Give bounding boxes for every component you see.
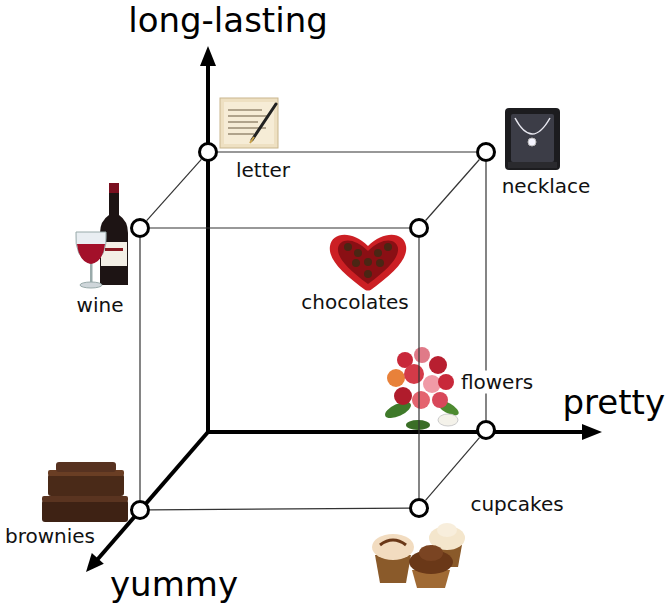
flowers-picture-part — [394, 387, 412, 405]
chocolates-picture-part — [364, 258, 372, 266]
wine-picture-part — [90, 264, 93, 284]
cupcakes-picture — [372, 523, 465, 588]
flowers-picture-part — [414, 347, 430, 363]
axis-label: yummy — [110, 566, 238, 603]
gift-label: brownies — [3, 525, 97, 548]
letter-picture-part — [228, 110, 268, 134]
flowers-picture-part — [432, 392, 448, 408]
wine-picture-part — [105, 248, 123, 251]
gift-point: brownies — [130, 500, 150, 520]
chocolates-picture-part — [344, 243, 352, 251]
brownies-picture-part — [42, 500, 128, 522]
gift-point: wine — [130, 218, 150, 238]
gift-label: wine — [75, 294, 126, 317]
brownies-picture-part — [48, 474, 124, 496]
wine-picture-part — [80, 282, 102, 288]
flowers-picture-part — [387, 369, 405, 387]
cube-edge — [418, 238, 419, 498]
flowers-picture-part — [438, 414, 458, 426]
chocolates-picture-part — [354, 249, 362, 257]
cube-edge — [139, 238, 140, 500]
letter-picture-part — [252, 104, 276, 140]
axis-label: pretty — [562, 384, 665, 421]
chocolates-picture-part — [330, 235, 406, 292]
gift-point: cupcakes — [409, 498, 429, 518]
chocolates-picture-part — [352, 259, 360, 267]
gift-label: necklace — [500, 175, 593, 198]
necklace-picture-part — [505, 108, 560, 170]
wine-picture-part — [77, 244, 105, 264]
chocolates-picture — [330, 235, 406, 292]
axis-arrows-part — [97, 432, 208, 560]
gift-label: chocolates — [299, 291, 411, 314]
axis-label: long-lasting — [128, 2, 328, 39]
chocolates-picture-part — [384, 243, 392, 251]
flowers-picture — [383, 347, 461, 430]
gift-label: cupcakes — [468, 493, 565, 516]
chocolates-picture-part — [338, 240, 398, 284]
wine-picture-part — [109, 183, 119, 193]
brownies-picture — [42, 462, 128, 522]
necklace-picture — [505, 108, 560, 170]
cupcakes-picture-part — [380, 540, 406, 545]
flowers-picture-part — [429, 356, 447, 374]
necklace-picture-part — [515, 118, 550, 134]
axis-arrows-part — [582, 424, 602, 440]
necklace-picture-part — [528, 138, 536, 146]
letter-picture-part — [250, 137, 254, 143]
letter-picture-part — [224, 102, 274, 144]
cube-edge — [426, 160, 480, 221]
flowers-picture-part — [404, 364, 424, 384]
gift-label: flowers — [459, 371, 535, 394]
cube-edge — [218, 151, 476, 152]
wine-picture-part — [76, 232, 106, 264]
necklace-picture-part — [508, 162, 557, 168]
gift-point: necklace — [476, 142, 496, 162]
flowers-picture-part — [406, 420, 430, 430]
chocolates-picture-part — [344, 243, 392, 278]
axis-arrows-part — [206, 62, 210, 432]
axis-arrows-part — [86, 553, 104, 572]
brownies-picture-part — [56, 462, 116, 472]
cube-edge — [147, 159, 202, 220]
letter-picture — [220, 98, 278, 148]
letter-picture-part — [220, 98, 278, 148]
flowers-picture-part — [412, 391, 430, 409]
cube-edge — [150, 227, 409, 228]
gift-point: chocolates — [409, 218, 429, 238]
wine-picture — [76, 183, 128, 288]
chocolates-picture-part — [376, 259, 384, 267]
cube-edge — [426, 438, 480, 501]
brownies-picture-part — [42, 496, 128, 502]
cupcakes-picture-part — [419, 545, 443, 561]
gift-point: letter — [198, 142, 218, 162]
cupcakes-picture-part — [437, 523, 457, 537]
necklace-picture-part — [511, 114, 554, 162]
cupcakes-picture-part — [372, 534, 414, 560]
chocolates-picture-part — [364, 270, 372, 278]
axis-arrows-part — [200, 46, 216, 66]
gift-point: flowers — [476, 420, 496, 440]
cube-edge — [150, 508, 409, 510]
flowers-picture-part — [438, 374, 454, 390]
axis-arrows — [86, 46, 602, 572]
chocolates-picture-part — [374, 249, 382, 257]
axis-arrows-part — [206, 430, 584, 434]
gift-label: letter — [234, 159, 292, 182]
